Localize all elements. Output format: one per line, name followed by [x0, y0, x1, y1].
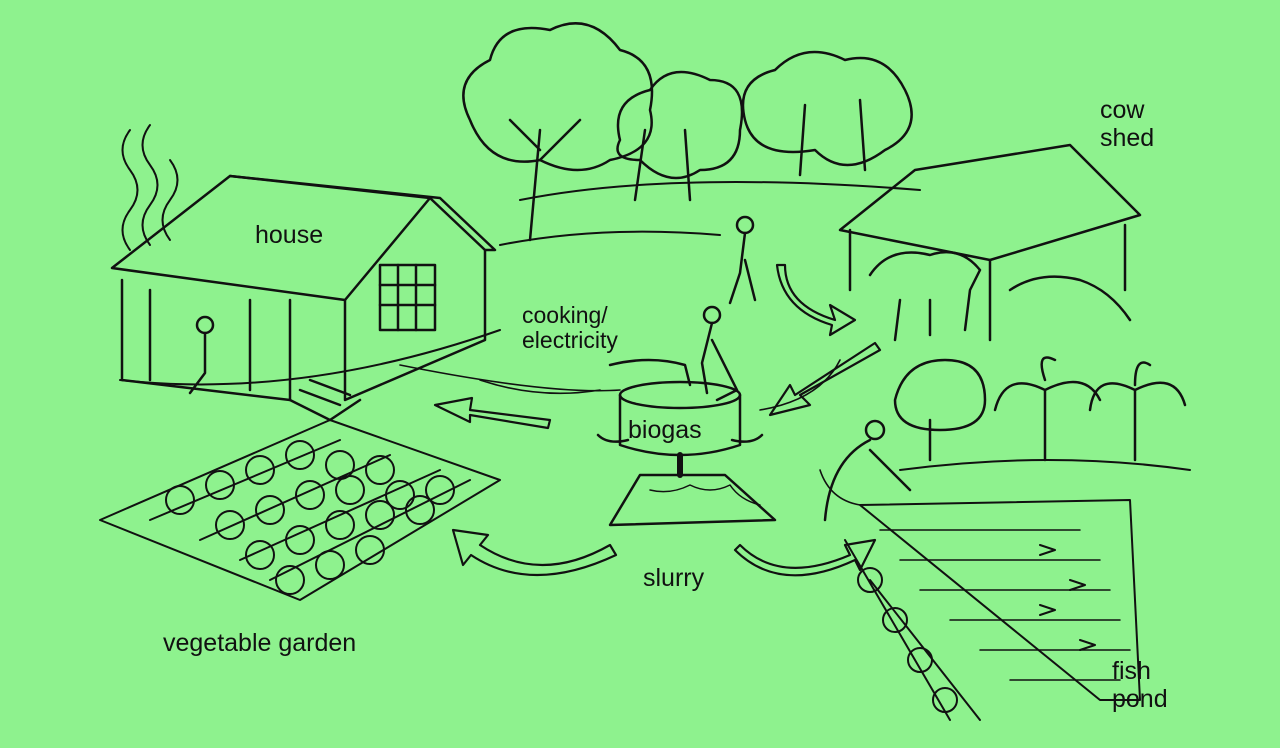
cow-shed-drawing — [838, 143, 1142, 342]
label-fish-pond: fish pond — [1112, 657, 1168, 713]
label-cow-shed-line2: shed — [1100, 123, 1155, 152]
chimney-smoke — [121, 124, 179, 251]
flow-arrows — [433, 263, 882, 577]
label-cooking-electricity: cooking/ electricity — [522, 302, 618, 354]
banana-plants — [893, 356, 1191, 471]
label-fish-pond-line1: fish — [1112, 657, 1151, 685]
house-drawing — [110, 174, 501, 422]
cabbage-rows — [165, 440, 455, 595]
label-fish-pond-line2: pond — [1112, 684, 1168, 713]
label-house: house — [255, 221, 324, 249]
label-cow-shed-line1: cow — [1100, 96, 1145, 124]
label-vegetable-garden: vegetable garden — [163, 629, 357, 657]
fish-pond-drawing — [844, 499, 1141, 721]
label-cooking-line2: electricity — [522, 327, 618, 354]
ground-lines — [399, 359, 861, 506]
label-biogas: biogas — [628, 416, 702, 444]
label-cow-shed: cow shed — [1100, 96, 1155, 152]
label-cooking-line1: cooking/ — [522, 302, 608, 328]
slurry-pit-drawing — [608, 452, 777, 527]
people-figures — [188, 215, 912, 522]
vegetable-garden-drawing — [99, 419, 501, 601]
background-trees — [462, 22, 921, 246]
label-slurry: slurry — [643, 564, 705, 592]
